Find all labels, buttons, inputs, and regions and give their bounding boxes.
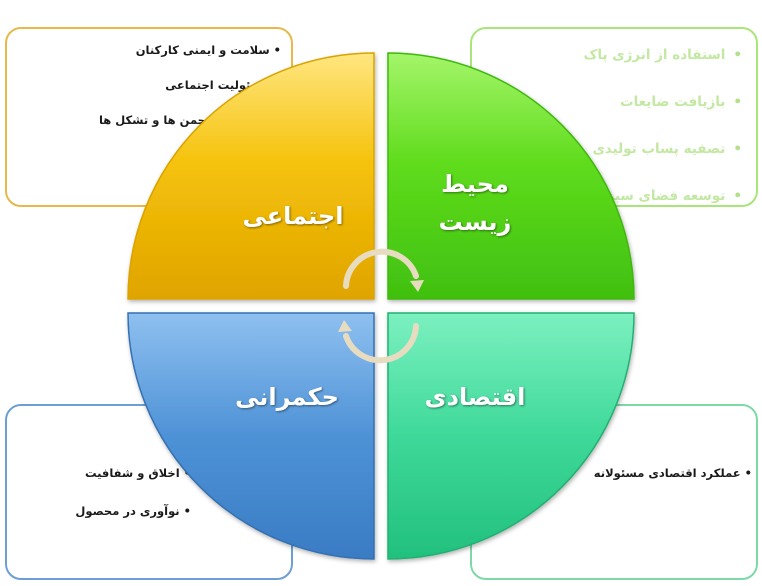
environment-items-list: استفاده از انرژی پاک بازیافت ضایعات تصفی… bbox=[584, 47, 742, 235]
governance-label: حکمرانی bbox=[235, 383, 339, 411]
list-item: استفاده از انرژی پاک bbox=[584, 47, 742, 94]
governance-quadrant bbox=[127, 312, 375, 560]
list-item: مسئولیت اجتماعی bbox=[99, 78, 281, 113]
list-item: نوآوری در محصول bbox=[75, 504, 191, 542]
environment-label-line-1: محیط bbox=[441, 170, 509, 198]
social-quadrant bbox=[127, 52, 375, 300]
list-item: توسعه فضای سبز bbox=[584, 188, 742, 235]
cycle-arrows-icon bbox=[338, 248, 424, 364]
governance-items-list: اخلاق و شفافیت نوآوری در محصول bbox=[75, 466, 191, 542]
list-item: اخلاق و شفافیت bbox=[75, 466, 191, 504]
economic-quadrant bbox=[387, 312, 635, 560]
environment-quadrant bbox=[387, 52, 635, 300]
environment-label: محیط زیست bbox=[400, 165, 550, 241]
economic-items-list: عملکرد اقتصادی مسئولانه bbox=[594, 466, 752, 480]
list-item: سلامت و ایمنی کارکنان bbox=[99, 43, 281, 78]
economic-label: اقتصادی bbox=[424, 383, 526, 411]
list-item: عملکرد اقتصادی مسئولانه bbox=[594, 466, 752, 480]
list-item: تصفیه پساب تولیدی bbox=[584, 141, 742, 188]
social-label: اجتماعی bbox=[242, 202, 344, 230]
environment-label-line-2: زیست bbox=[438, 208, 512, 236]
list-item: بازیافت ضایعات bbox=[584, 94, 742, 141]
